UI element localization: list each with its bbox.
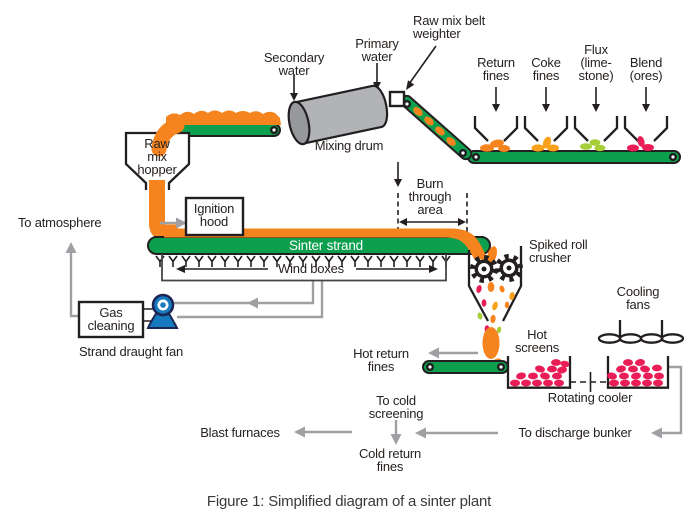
to-discharge-arrow [651,427,662,439]
label-blend-ores: Blend (ores) [629,55,663,83]
feed-arrow [176,217,187,229]
mixing-drum-shape [287,84,389,146]
label-hot-return-fines: Hot return fines [353,346,409,374]
ignition-hood-box [184,196,245,237]
duct-flow-arrow [247,297,258,309]
secondary-water-arrow [290,93,298,101]
label-to-atmosphere: To atmosphere [18,215,102,230]
crushed-sinter-particles [476,282,515,334]
label-return-fines: Return fines [477,55,515,83]
label-burn-through-area: Burn through area [408,176,452,217]
label-rotating-cooler: Rotating cooler [547,390,633,405]
to-cold-screening-arrow [415,427,426,439]
top-right-conveyor [467,150,681,164]
hot-sinter-pellets-left [510,359,570,387]
wind-box-nozzles [155,255,451,267]
label-wind-boxes: Wind boxes [278,261,344,276]
flux-arrow [592,104,600,112]
fan-connectors [143,308,153,322]
blast-furnaces-arrow [294,426,305,438]
sinter-bed-layer [164,228,488,260]
belt-weighter-arrow [406,80,415,90]
label-cooling-fans: Cooling fans [616,284,660,312]
hot-return-arrow [428,347,439,359]
burn-area-pointer-arrow [394,179,402,187]
label-raw-mix-belt-weighter: Raw mix belt weighter [413,13,486,41]
raw-material-piles [480,136,654,152]
wind-boxes-span-arrows [176,265,438,273]
label-to-discharge-bunker: To discharge bunker [518,425,632,440]
strand-draught-fan-shape [146,293,179,329]
blend-arrow [642,104,650,112]
cold-return-arrow [390,434,402,445]
gas-cleaning-box [77,300,145,339]
label-mixing-drum: Mixing drum [314,138,384,153]
label-secondary-water: Secondary water [263,50,325,78]
label-cold-return-fines: Cold return fines [358,446,422,474]
cooling-sinter-pellets-right [607,359,664,387]
label-sinter-strand: Sinter strand [289,238,363,253]
spiked-roll-right [495,254,523,282]
label-raw-mix-hopper: Raw mix hopper [137,136,177,177]
label-blast-furnaces: Blast furnaces [200,425,280,440]
feed-chutes [473,116,669,142]
hot-sinter-stream [482,327,500,359]
rotating-cooler-shape [506,356,670,392]
to-atmosphere-arrow [65,242,77,253]
hot-return-conveyor [422,360,509,374]
label-to-cold-screening: To cold screening [368,393,424,421]
return-fines-arrow [492,104,500,112]
coke-fines-arrow [542,104,550,112]
label-ignition-hood: Ignition hood [193,201,235,229]
label-primary-water: Primary water [355,36,399,64]
wind-box-bracket [161,254,447,282]
cooling-fans-shape [597,320,685,344]
label-arrows [290,45,650,187]
sinter-strand-shape [147,228,491,260]
label-hot-screens: Hot screens [514,327,560,355]
label-coke-fines: Coke fines [531,55,561,83]
spiked-roll-crusher-shape [467,246,523,370]
label-strand-draught-fan: Strand draught fan [78,344,184,359]
gas-duct-pipes [65,242,683,445]
belt-weighter-box [388,90,406,108]
incline-material [413,107,456,146]
label-gas-cleaning: Gas cleaning [87,305,135,333]
label-spiked-roll-crusher: Spiked roll crusher [529,237,588,265]
figure-caption: Figure 1: Simplified diagram of a sinter… [206,493,492,510]
label-flux-limestone: Flux (lime- stone) [578,42,614,83]
